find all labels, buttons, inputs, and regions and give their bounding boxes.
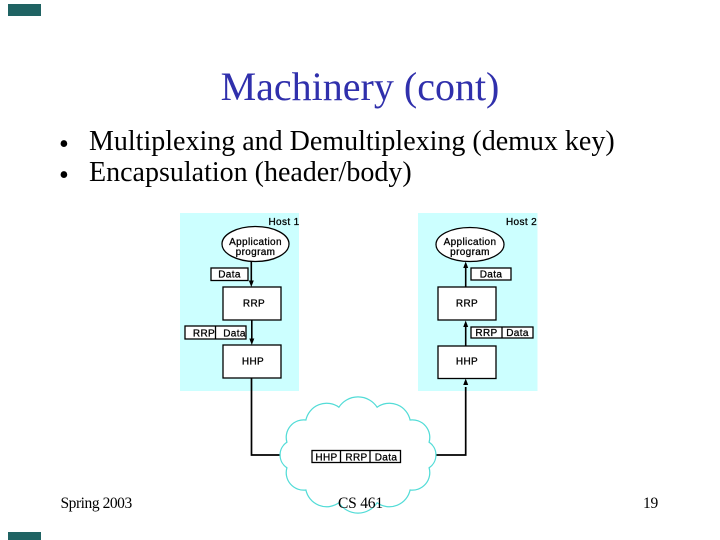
svg-text:Host 2: Host 2 (506, 217, 537, 228)
svg-text:HHP: HHP (315, 453, 337, 464)
svg-text:Data: Data (375, 453, 398, 464)
svg-text:Application: Application (229, 237, 282, 248)
svg-text:RRP: RRP (345, 453, 367, 464)
svg-text:RRP: RRP (475, 328, 497, 339)
svg-text:Host 1: Host 1 (268, 217, 299, 228)
svg-text:HHP: HHP (456, 357, 478, 368)
svg-text:RRP: RRP (193, 329, 215, 340)
svg-text:RRP: RRP (456, 299, 478, 310)
svg-text:Data: Data (506, 328, 529, 339)
svg-text:RRP: RRP (243, 299, 265, 310)
svg-text:Data: Data (480, 270, 503, 281)
svg-text:Application: Application (444, 237, 497, 248)
svg-text:Data: Data (218, 270, 241, 281)
svg-text:HHP: HHP (242, 357, 264, 368)
svg-text:program: program (236, 247, 276, 258)
svg-text:program: program (450, 247, 490, 258)
svg-text:Data: Data (223, 329, 246, 340)
